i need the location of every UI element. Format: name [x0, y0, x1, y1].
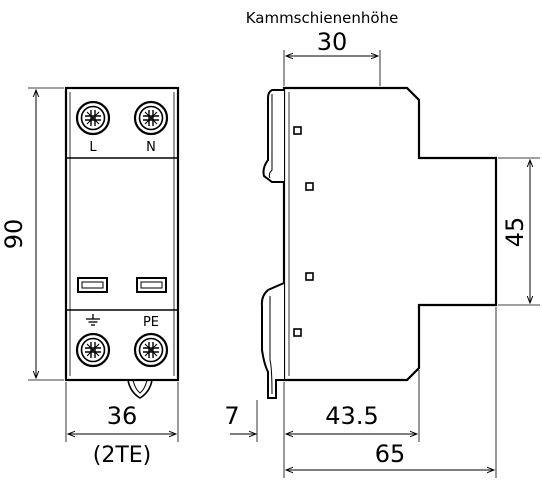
side-housing — [282, 86, 498, 382]
status-window-left — [77, 277, 108, 293]
front-housing — [64, 86, 180, 382]
side-marker — [305, 182, 314, 191]
depth-dimension-label: 43.5 — [325, 402, 378, 430]
total-depth-dimension-label: 65 — [375, 440, 406, 468]
terminal-label-l: L — [89, 140, 97, 155]
side-marker — [305, 272, 314, 281]
side-marker — [293, 328, 302, 337]
ground-symbol-icon — [86, 314, 100, 326]
terminal-screw-l — [75, 100, 111, 136]
busbar-dimension-label: 30 — [317, 28, 348, 56]
width-units-label: (2TE) — [93, 443, 152, 468]
terminal-screw-pe — [133, 332, 169, 368]
din-clip-front — [127, 379, 153, 399]
terminal-screw-n — [133, 100, 169, 136]
side-marker — [293, 126, 302, 135]
profile-dimension-label: 45 — [501, 217, 529, 248]
terminal-screw-ground — [75, 332, 111, 368]
rear-clip-bottom — [260, 282, 285, 399]
rear-hook-top — [262, 89, 284, 183]
height-dimension-label: 90 — [0, 219, 28, 250]
terminal-label-pe: PE — [143, 315, 159, 330]
front-view: L N PE 90 36 (2TE) — [0, 86, 180, 468]
side-view: Kammschienenhöhe 30 45 7 43.5 65 — [224, 9, 540, 478]
terminal-label-n: N — [146, 140, 156, 155]
offset-dimension-label: 7 — [224, 402, 239, 430]
status-window-right — [136, 277, 167, 293]
width-dimension-label: 36 — [107, 402, 138, 430]
busbar-height-label: Kammschienenhöhe — [246, 9, 399, 27]
